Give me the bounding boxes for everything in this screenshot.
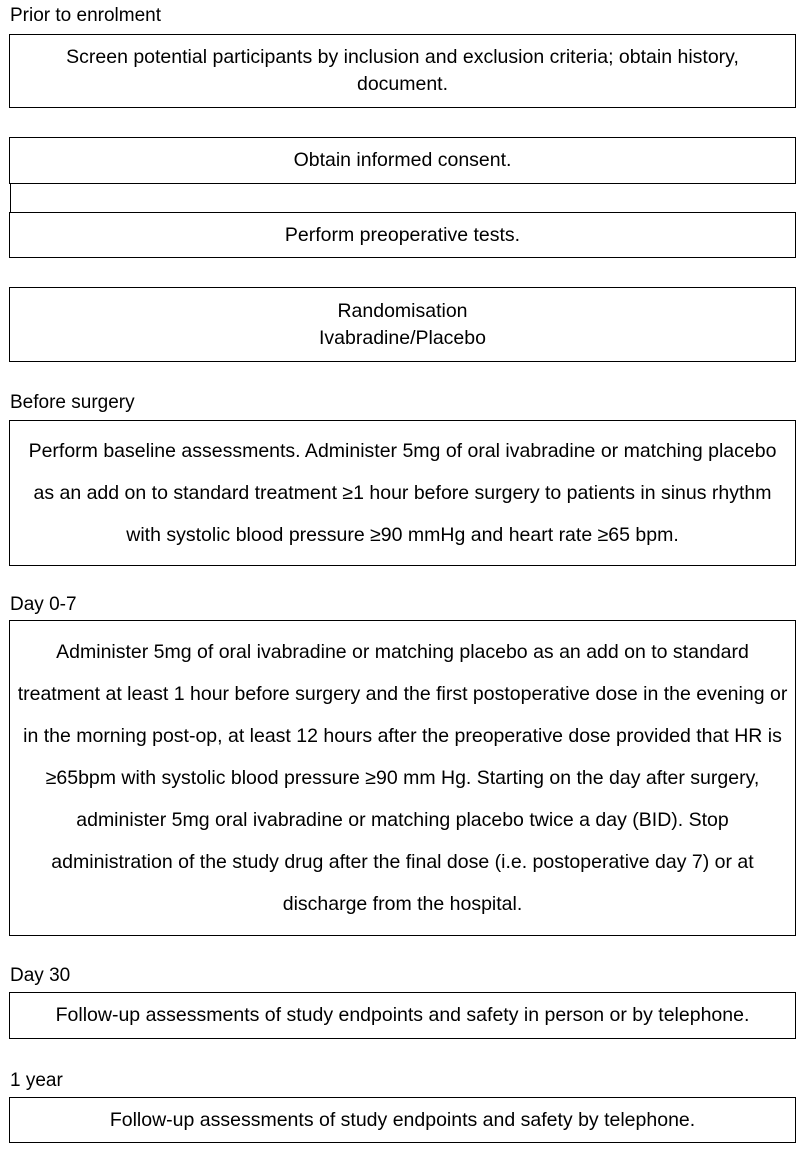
year-1-box: Follow-up assessments of study endpoints… (9, 1097, 796, 1143)
phase-label-1-year: 1 year (10, 1070, 63, 1091)
phase-label-day-30: Day 30 (10, 965, 71, 986)
randomisation-title: Randomisation (337, 299, 468, 322)
before-surgery-box: Perform baseline assessments. Administer… (9, 420, 796, 566)
before-surgery-text: Perform baseline assessments. Administer… (28, 440, 777, 546)
randomisation-arms: Ivabradine/Placebo (319, 326, 486, 349)
day-30-box: Follow-up assessments of study endpoints… (9, 992, 796, 1039)
preoperative-tests-text: Perform preoperative tests. (284, 223, 521, 246)
phase-label-before-surgery: Before surgery (10, 392, 135, 413)
connector-line (10, 184, 11, 213)
screening-box: Screen potential participants by inclusi… (9, 34, 796, 108)
day-0-7-text: Administer 5mg of oral ivabradine or mat… (17, 641, 788, 915)
consent-box: Obtain informed consent. (9, 137, 796, 184)
phase-label-prior-to-enrolment: Prior to enrolment (10, 5, 162, 26)
consent-text: Obtain informed consent. (293, 149, 512, 171)
preoperative-tests-box: Perform preoperative tests. (9, 212, 796, 258)
randomisation-box: Randomisation Ivabradine/Placebo (9, 287, 796, 362)
phase-label-day-0-7: Day 0-7 (10, 594, 77, 615)
day-30-text: Follow-up assessments of study endpoints… (55, 1004, 750, 1026)
year-1-text: Follow-up assessments of study endpoints… (109, 1108, 696, 1131)
day-0-7-box: Administer 5mg of oral ivabradine or mat… (9, 620, 796, 936)
screening-text: Screen potential participants by inclusi… (66, 46, 739, 95)
